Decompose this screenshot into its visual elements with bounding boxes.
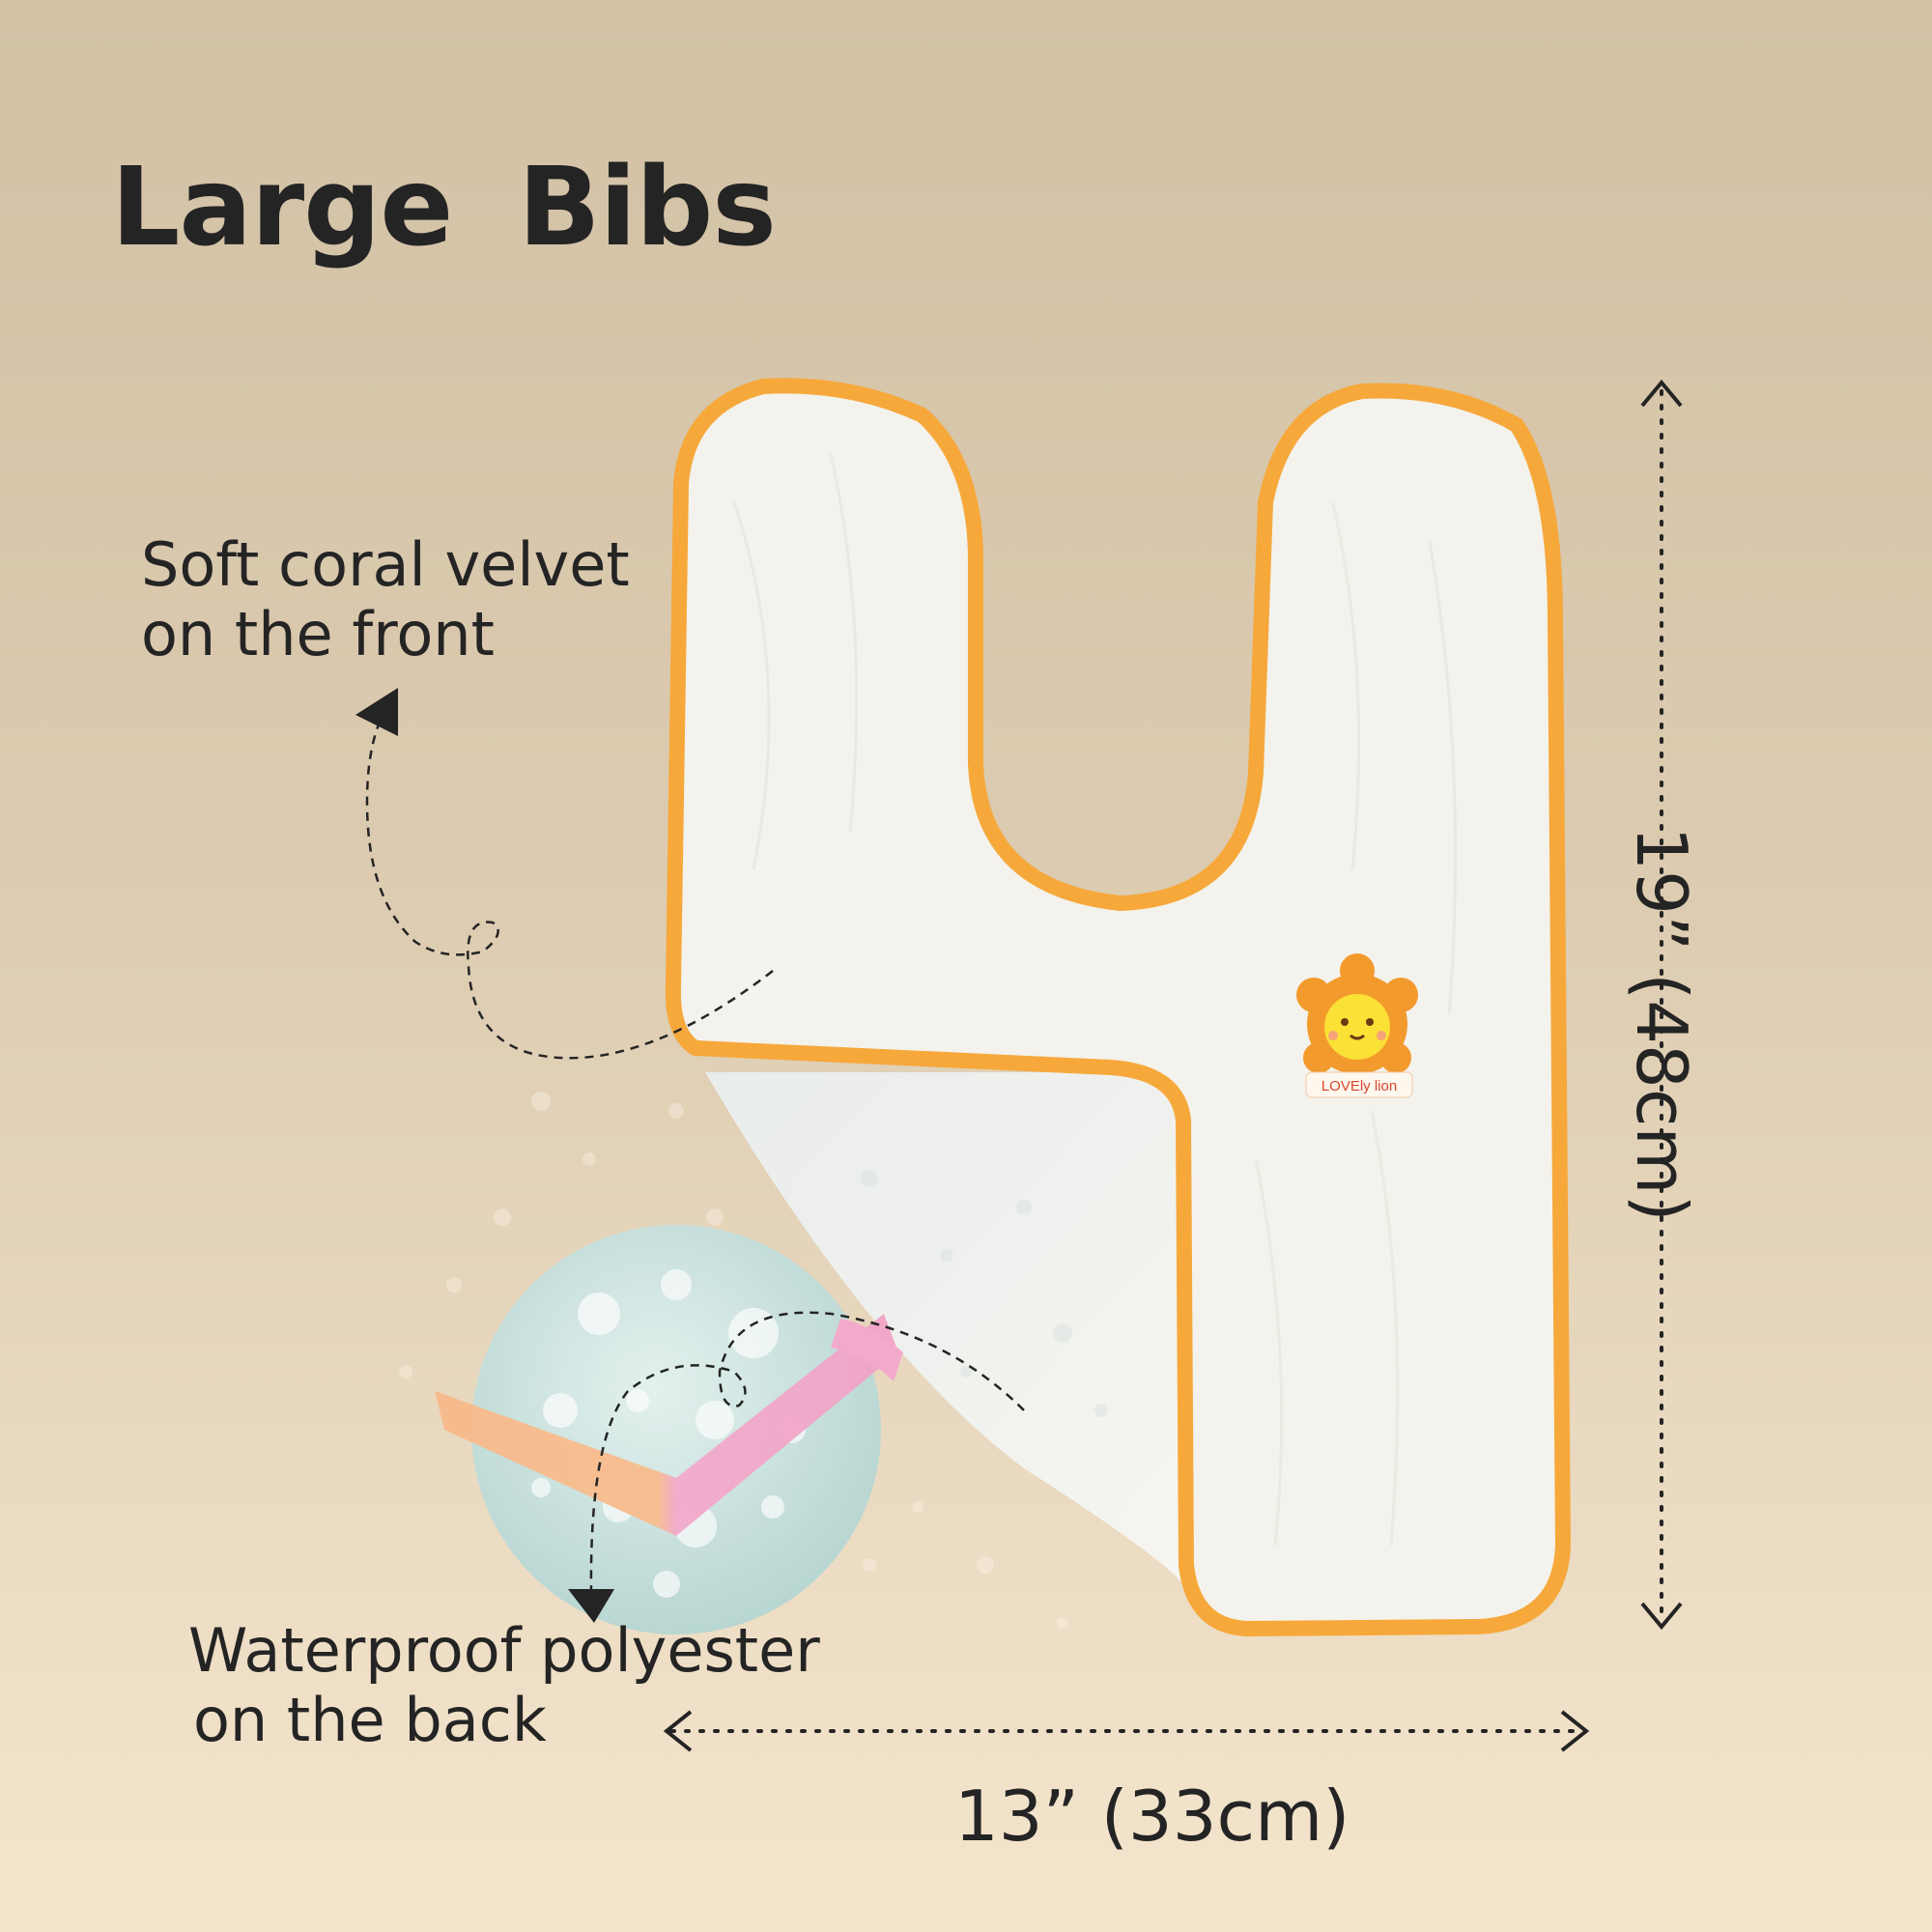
bib-front <box>665 378 1571 1636</box>
height-dimension-arrow <box>1640 379 1683 1631</box>
width-label: 13” (33cm) <box>954 1776 1350 1857</box>
back-arrowhead <box>568 1589 614 1623</box>
back-callout-line-2: on the back <box>193 1685 547 1755</box>
bib-back-flap <box>705 1072 1183 1584</box>
front-arrowhead <box>355 688 398 736</box>
back-callout-arrow <box>589 1311 1025 1595</box>
lion-face-icon <box>1296 953 1418 1074</box>
width-dimension-arrow <box>663 1710 1590 1752</box>
brand-label: LOVEly lion <box>1321 1078 1397 1094</box>
front-callout-line-1: Soft coral velvet <box>141 529 630 600</box>
front-callout-line-2: on the front <box>141 599 495 669</box>
waterproof-sphere-illustration <box>435 1225 903 1634</box>
height-label: 19” (48cm) <box>1621 826 1702 1222</box>
back-callout-line-1: Waterproof polyester <box>188 1615 820 1686</box>
page-title: Large Bibs <box>111 145 777 270</box>
